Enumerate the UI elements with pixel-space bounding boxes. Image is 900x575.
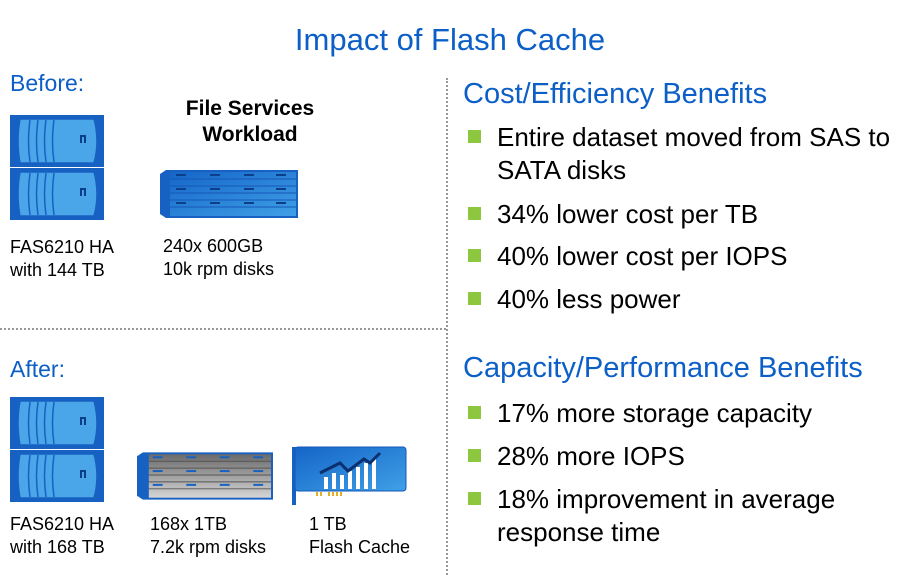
flash-cache-card-icon — [292, 446, 407, 505]
cost-heading: Cost/Efficiency Benefits — [463, 78, 768, 110]
caption-line: with 168 TB — [10, 537, 105, 557]
bullet-text: 17% more storage capacity — [497, 398, 813, 428]
caption-line: 240x 600GB — [163, 236, 264, 256]
caption-line: FAS6210 HA — [10, 237, 115, 257]
controller-icon — [10, 397, 104, 502]
bullet-text: 34% lower cost per TB — [497, 199, 759, 229]
bullet-text: 40% lower cost per IOPS — [497, 241, 788, 271]
before-label: Before: — [10, 70, 85, 96]
workload-title: File Services Workload — [150, 96, 350, 148]
section-divider — [0, 328, 446, 330]
caption-line: 10k rpm disks — [163, 259, 275, 279]
caption-line: with 144 TB — [10, 260, 105, 280]
slide-title: Impact of Flash Cache — [294, 22, 606, 57]
bullet-square-icon — [468, 406, 481, 419]
caption-line: 1 TB — [309, 514, 347, 534]
bullet-square-icon — [468, 449, 481, 462]
bullet-text: 28% more IOPS — [497, 441, 685, 471]
column-divider — [446, 78, 448, 575]
bullet-text: Entire dataset moved from SAS to SATA di… — [497, 122, 891, 185]
after-label: After: — [10, 356, 65, 382]
bullet-square-icon — [468, 249, 481, 262]
bullet-square-icon — [468, 292, 481, 305]
capacity-heading: Capacity/Performance Benefits — [463, 352, 863, 384]
bullet-text: 18% improvement in average response time — [497, 484, 836, 547]
before-controller-caption: FAS6210 HA with 144 TB — [10, 236, 114, 282]
disk-shelf-icon — [160, 170, 298, 218]
workload-title-line: Workload — [202, 123, 298, 146]
bullet-square-icon — [468, 492, 481, 505]
controller-icon — [10, 115, 104, 220]
workload-title-line: File Services — [185, 97, 315, 120]
caption-line: FAS6210 HA — [10, 514, 115, 534]
bullet-square-icon — [468, 130, 481, 143]
caption-line: Flash Cache — [309, 537, 411, 557]
caption-line: 168x 1TB — [150, 514, 228, 534]
sata-shelf-icon — [137, 452, 273, 500]
bullet-text: 40% less power — [497, 284, 681, 314]
flash-cache-caption: 1 TB Flash Cache — [309, 513, 410, 559]
after-disks-caption: 168x 1TB 7.2k rpm disks — [150, 513, 266, 559]
caption-line: 7.2k rpm disks — [150, 537, 267, 557]
after-controller-caption: FAS6210 HA with 168 TB — [10, 513, 114, 559]
bullet-square-icon — [468, 207, 481, 220]
before-disks-caption: 240x 600GB 10k rpm disks — [163, 235, 274, 281]
